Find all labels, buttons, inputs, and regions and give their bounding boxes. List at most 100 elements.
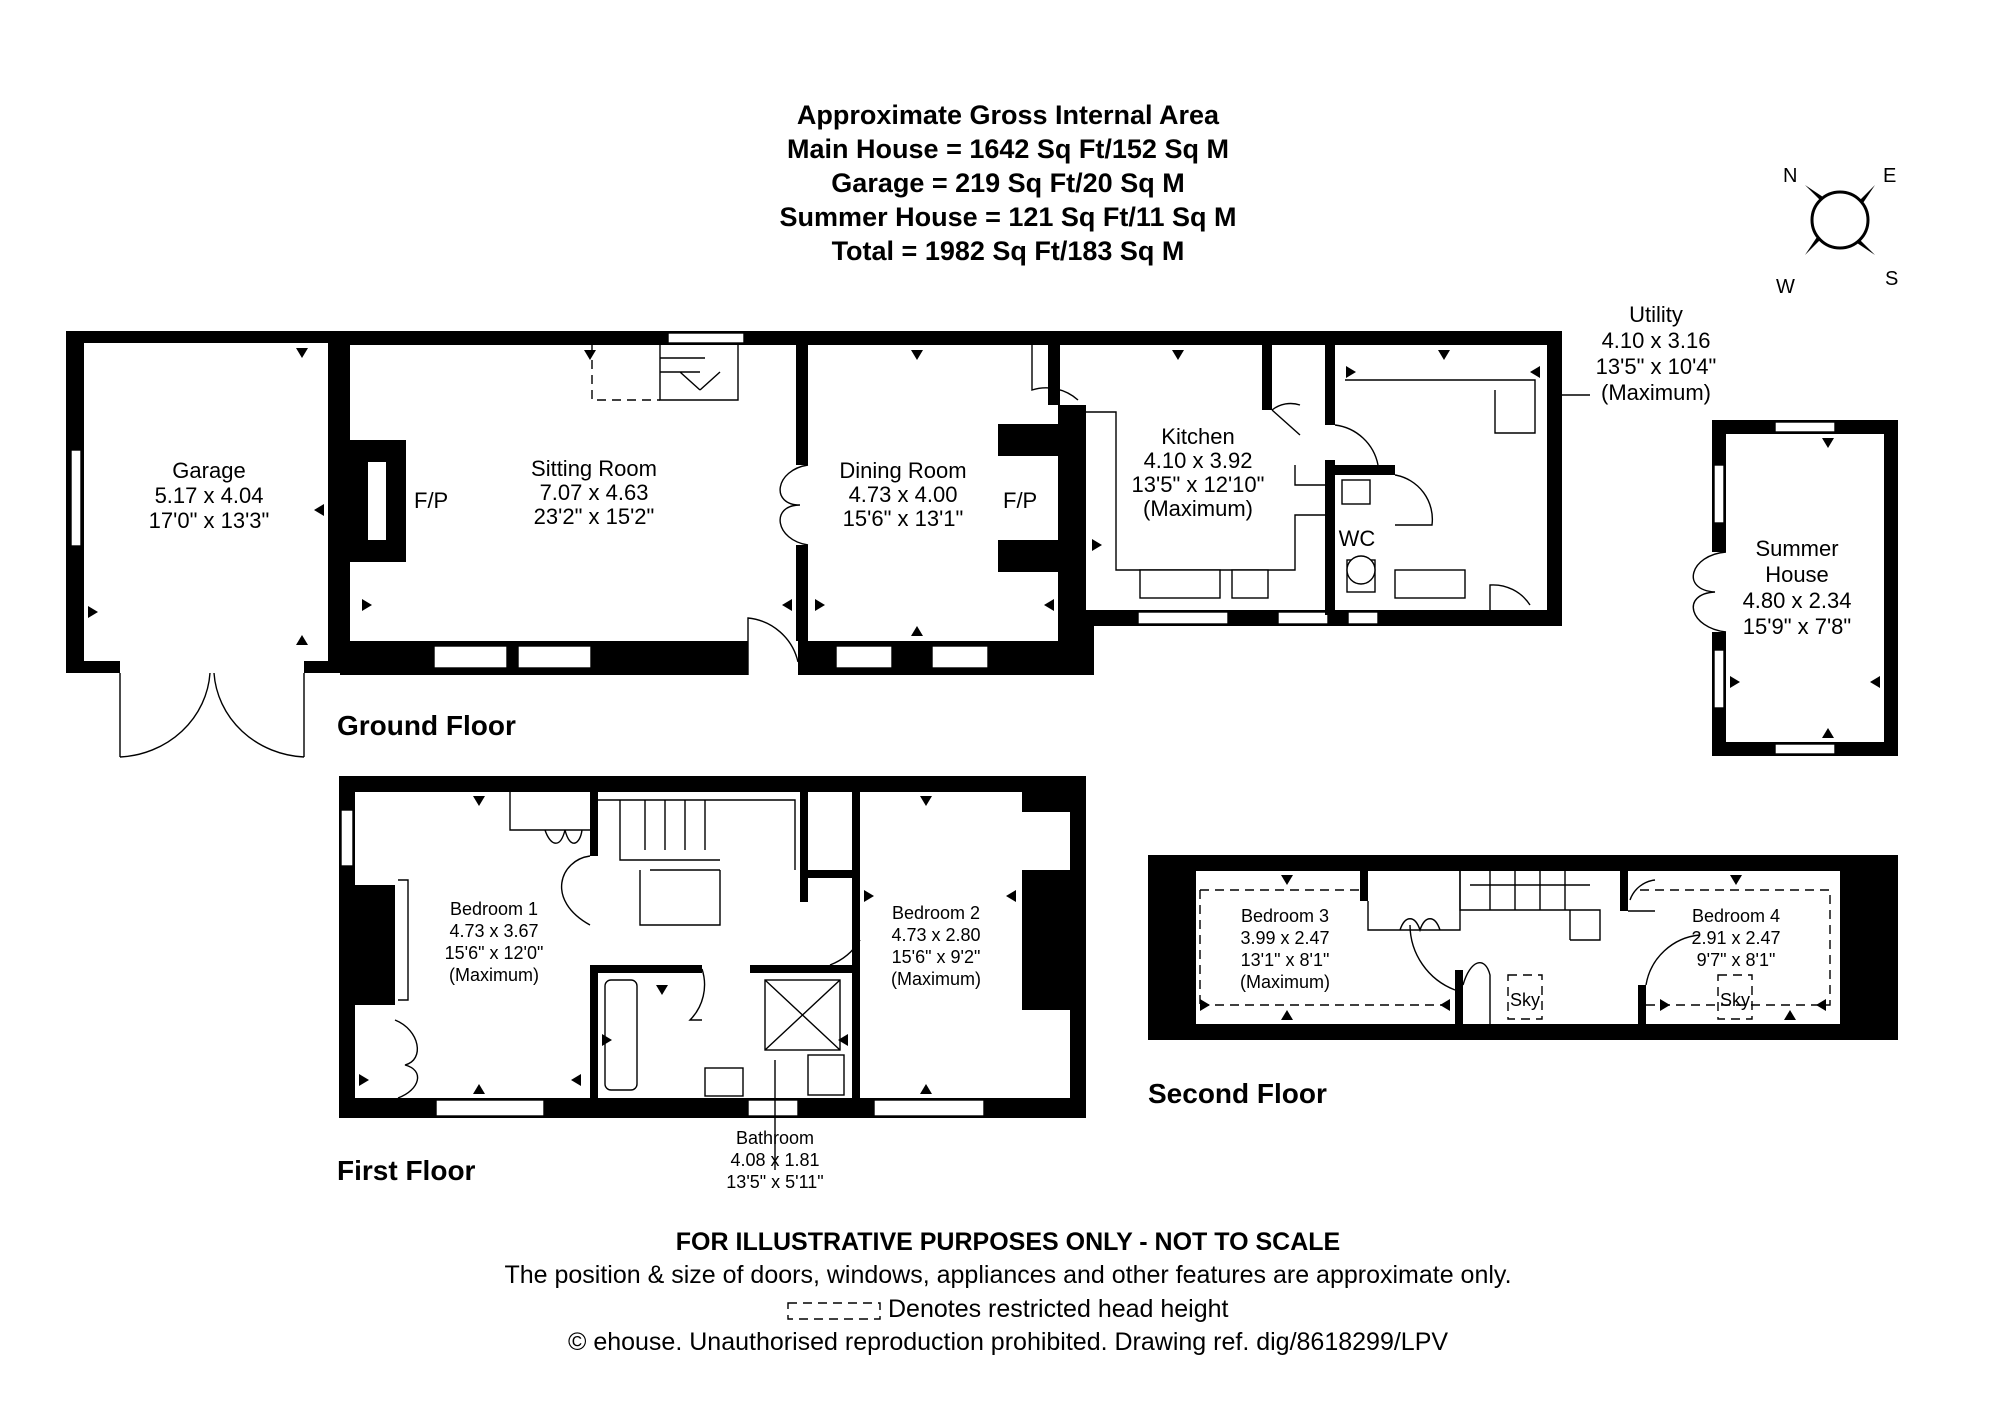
first-floor-plan: Bedroom 1 4.73 x 3.67 15'6" x 12'0" (Max… [337,776,1086,1192]
dimension-arrow [920,1084,932,1094]
disclaimer-text: The position & size of doors, windows, a… [504,1261,1511,1289]
dimension-arrow [911,626,923,636]
dimension-arrow [296,635,308,645]
bed2-note: (Maximum) [891,969,981,989]
summer-metric: 4.80 x 2.34 [1743,588,1852,613]
dimension-arrow [1346,366,1356,378]
stairs-window [667,332,745,344]
dimension-arrow [359,1074,369,1086]
ground-stairs-restricted [591,345,660,401]
dimension-arrows [88,348,1880,1094]
restricted-height-legend-icon [787,1302,881,1320]
bath-name: Bathroom [736,1128,814,1148]
bed1-cupboard [509,792,590,844]
restricted-head-height-area [1199,889,1831,1006]
bed1-name: Bedroom 1 [450,899,538,919]
first-floor-stairs [598,799,796,926]
dimension-arrow [838,1034,848,1046]
utility-door [1334,424,1379,466]
summer-name-2: House [1765,562,1829,587]
skylight-1 [1507,974,1543,1020]
bed4-imperial: 9'7" x 8'1" [1697,950,1776,970]
first-floor-label: First Floor [337,1155,476,1186]
area-summary: Approximate Gross Internal Area Main Hou… [780,100,1237,266]
restricted-height-legend: Denotes restricted head height [888,1295,1229,1323]
area-total: Total = 1982 Sq Ft/183 Sq M [832,236,1185,266]
bed3-note: (Maximum) [1240,972,1330,992]
garage-name: Garage [172,458,245,483]
bed4-door [1645,934,1701,986]
garage-imperial: 17'0" x 13'3" [149,508,270,533]
compass-s: S [1885,268,1898,290]
bed2-window [873,1099,985,1117]
bath-window [747,1099,799,1117]
summer-window-left-1 [1713,464,1725,524]
disclaimer-title: FOR ILLUSTRATIVE PURPOSES ONLY - NOT TO … [676,1228,1340,1256]
dimension-arrow [1530,366,1540,378]
sitting-room-name: Sitting Room [531,456,657,481]
kitchen-imperial: 13'5" x 12'10" [1132,472,1265,497]
dimension-arrow [362,599,372,611]
dining-room-name: Dining Room [839,458,966,483]
garage-doors [119,672,305,758]
dimension-arrow [656,985,668,995]
bed1-window [435,1099,545,1117]
sitting-window-1 [433,645,508,669]
bath-door [688,968,706,1021]
dimension-arrow [1660,999,1670,1011]
kitchen-hob [1231,569,1269,599]
dimension-arrow [1440,999,1450,1011]
dimension-arrow [1006,890,1016,902]
dimension-arrow [1730,676,1740,688]
bed1-wardrobe [398,879,409,1001]
dimension-arrow [1870,676,1880,688]
summer-doors [1692,551,1727,633]
dimension-arrow [296,348,308,358]
second-floor-plan: Bedroom 3 3.99 x 2.47 13'1" x 8'1" (Maxi… [1148,855,1898,1109]
dimension-arrow [1438,350,1450,360]
dimension-arrow [1822,728,1834,738]
utility-metric: 4.10 x 3.16 [1602,328,1711,353]
bed2-door [829,939,861,966]
utility-sink [1394,569,1466,599]
bed1-wardrobe-doors [394,1019,419,1099]
skylight-2 [1717,974,1753,1020]
bed3-imperial: 13'1" x 8'1" [1241,950,1330,970]
front-door [747,617,799,675]
ground-floor-label: Ground Floor [337,710,516,741]
summer-window-left-2 [1713,649,1725,709]
dimension-arrow [815,599,825,611]
area-main-house: Main House = 1642 Sq Ft/152 Sq M [787,134,1229,164]
compass-icon: N E S W [1776,165,1898,298]
garage-metric: 5.17 x 4.04 [155,483,264,508]
summer-window-top [1774,421,1836,433]
compass-w: W [1776,276,1795,298]
dimension-arrow [782,599,792,611]
kitchen-sink [1139,569,1221,599]
dimension-arrow [1200,999,1210,1011]
dimension-arrow [1816,999,1826,1011]
area-garage: Garage = 219 Sq Ft/20 Sq M [831,168,1184,198]
fp-label-sitting: F/P [414,488,448,513]
dimension-arrow [584,350,596,360]
sky-label-2: Sky [1720,990,1750,1010]
wc-name: WC [1339,526,1376,551]
summer-house-plan: Summer House 4.80 x 2.34 15'9" x 7'8" [1692,420,1898,756]
area-summer-house: Summer House = 121 Sq Ft/11 Sq M [780,202,1237,232]
dimension-arrow [864,890,874,902]
summer-window-bottom [1774,743,1836,755]
bed1-metric: 4.73 x 3.67 [449,921,538,941]
bath-toilet [807,1054,845,1096]
sitting-window-2 [517,645,592,669]
bed3-cupboard [1367,871,1461,933]
compass-n: N [1783,165,1797,187]
wc-window [1347,611,1379,625]
bed4-metric: 2.91 x 2.47 [1691,928,1780,948]
utility-note: (Maximum) [1601,380,1711,405]
sitting-room-metric: 7.07 x 4.63 [540,480,649,505]
dimension-arrow [88,606,98,618]
kitchen-back-door [1031,345,1079,401]
compass-e: E [1883,165,1896,187]
dimension-arrow [571,1074,581,1086]
ground-stairs [659,345,739,401]
